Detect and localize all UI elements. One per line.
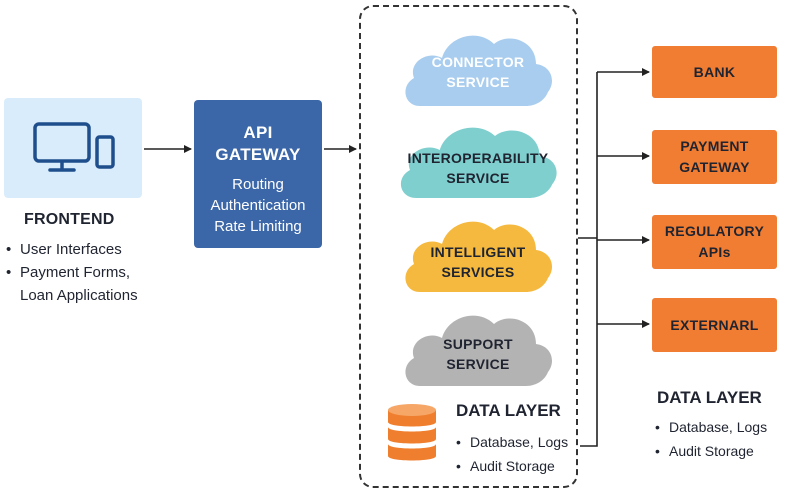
monitor-and-phone-icon [33,122,115,172]
data-layer-list: •Database, Logs •Audit Storage [655,415,767,463]
frontend-box [4,98,142,198]
cloud-icon [405,221,552,292]
services-data-layer-title: DATA LAYER [456,401,561,420]
feature-rate-limiting: Rate Limiting [214,218,302,235]
services-data-layer-list: •Database, Logs •Audit Storage [456,430,568,478]
list-item: •Audit Storage [655,443,754,459]
feature-routing: Routing [232,176,284,193]
external-box: EXTERNARL [652,298,777,352]
cloud-icon [400,127,557,198]
bank-box: BANK [652,46,777,98]
services-panel [359,5,578,488]
api-gateway-features: Routing Authentication Rate Limiting [194,174,322,237]
frontend-list: •User Interfaces •Payment Forms, Loan Ap… [6,238,138,307]
list-item: •Payment Forms, [6,264,131,281]
data-layer-title: DATA LAYER [657,388,762,407]
list-item: •Audit Storage [456,458,555,474]
list-item: •User Interfaces [6,241,122,258]
feature-authentication: Authentication [210,197,306,214]
list-item: Loan Applications [20,287,138,304]
interoperability-service-cloud: INTEROPERABILITY SERVICE [393,118,563,200]
cloud-icon [405,315,552,386]
list-item: •Database, Logs [655,419,768,435]
frontend-title: FRONTEND [24,211,115,228]
list-item: •Database, Logs [456,434,569,450]
support-service-cloud: SUPPORT SERVICE [398,306,558,388]
api-gateway-box: API GATEWAY Routing Authentication Rate … [194,100,322,248]
database-icon [388,404,436,461]
api-gateway-title: API GATEWAY [215,123,301,164]
arrow-services-to-externals [578,68,650,447]
connector-service-cloud: CONNECTOR SERVICE [398,26,558,108]
intelligent-services-cloud: INTELLIGENT SERVICES [398,212,558,294]
cloud-icon [405,35,552,106]
